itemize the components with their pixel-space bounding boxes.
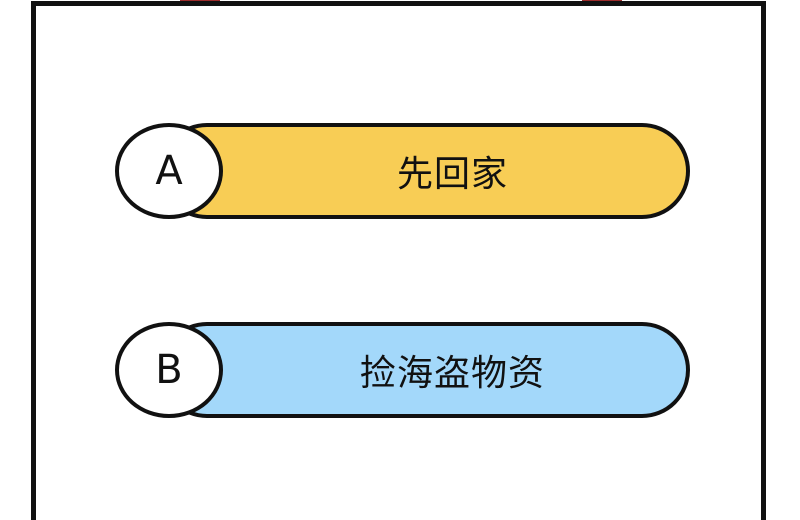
choice-b-bar: 捡海盗物资 — [159, 322, 690, 418]
choice-b-text: 捡海盗物资 — [359, 353, 545, 394]
choice-a-bar: 先回家 — [159, 123, 690, 219]
choice-option-b[interactable]: 捡海盗物资 B — [115, 322, 690, 418]
choice-a-text: 先回家 — [396, 154, 508, 195]
choice-a-badge: A — [115, 123, 223, 219]
choice-b-badge: B — [115, 322, 223, 418]
choice-option-a[interactable]: 先回家 A — [115, 123, 690, 219]
choice-panel — [31, 1, 766, 520]
choice-b-letter: B — [155, 347, 183, 393]
choice-a-letter: A — [155, 148, 183, 194]
